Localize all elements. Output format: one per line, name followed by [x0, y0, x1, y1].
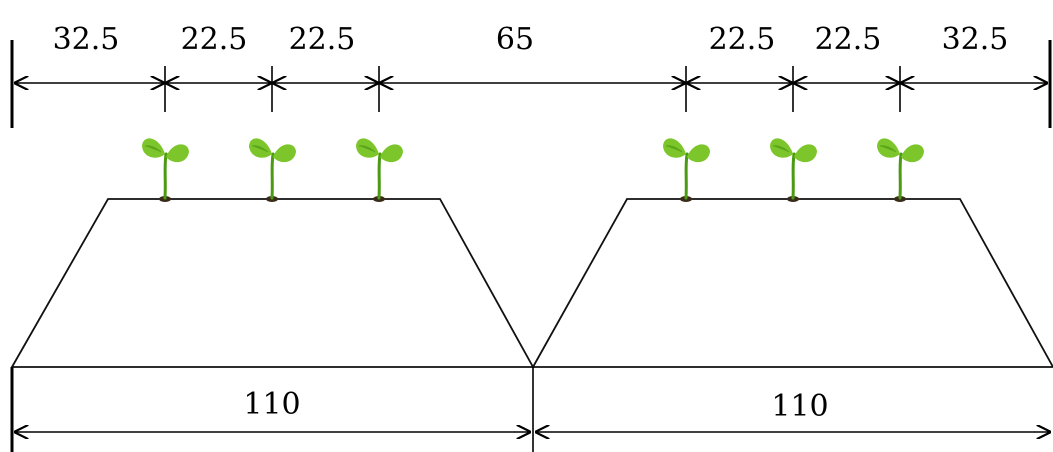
dim-label-1: 32.5: [53, 22, 120, 57]
seedling-row-left: [140, 136, 405, 204]
bottom-dim-label-1: 110: [243, 387, 300, 422]
dim-label-6: 22.5: [815, 22, 882, 57]
dim-label-4: 65: [496, 22, 534, 57]
dim-label-7: 32.5: [942, 22, 1009, 57]
dim-label-5: 22.5: [709, 22, 776, 57]
seedling-icon: [875, 136, 926, 204]
raised-bed-left: [10, 198, 535, 368]
seedling-icon: [661, 136, 712, 204]
seedling-icon: [354, 136, 405, 204]
bottom-dim-label-2: 110: [771, 389, 828, 424]
top-dimension-row: 32.5 22.5 22.5 65 22.5 22.5 32.5: [14, 22, 1048, 112]
seedling-row-right: [661, 136, 926, 204]
seedling-icon: [247, 136, 298, 204]
raised-bed-right: [531, 198, 1053, 368]
seedling-icon: [768, 136, 819, 204]
seedling-icon: [140, 136, 191, 204]
dim-label-3: 22.5: [289, 22, 356, 57]
dim-label-2: 22.5: [181, 22, 248, 57]
